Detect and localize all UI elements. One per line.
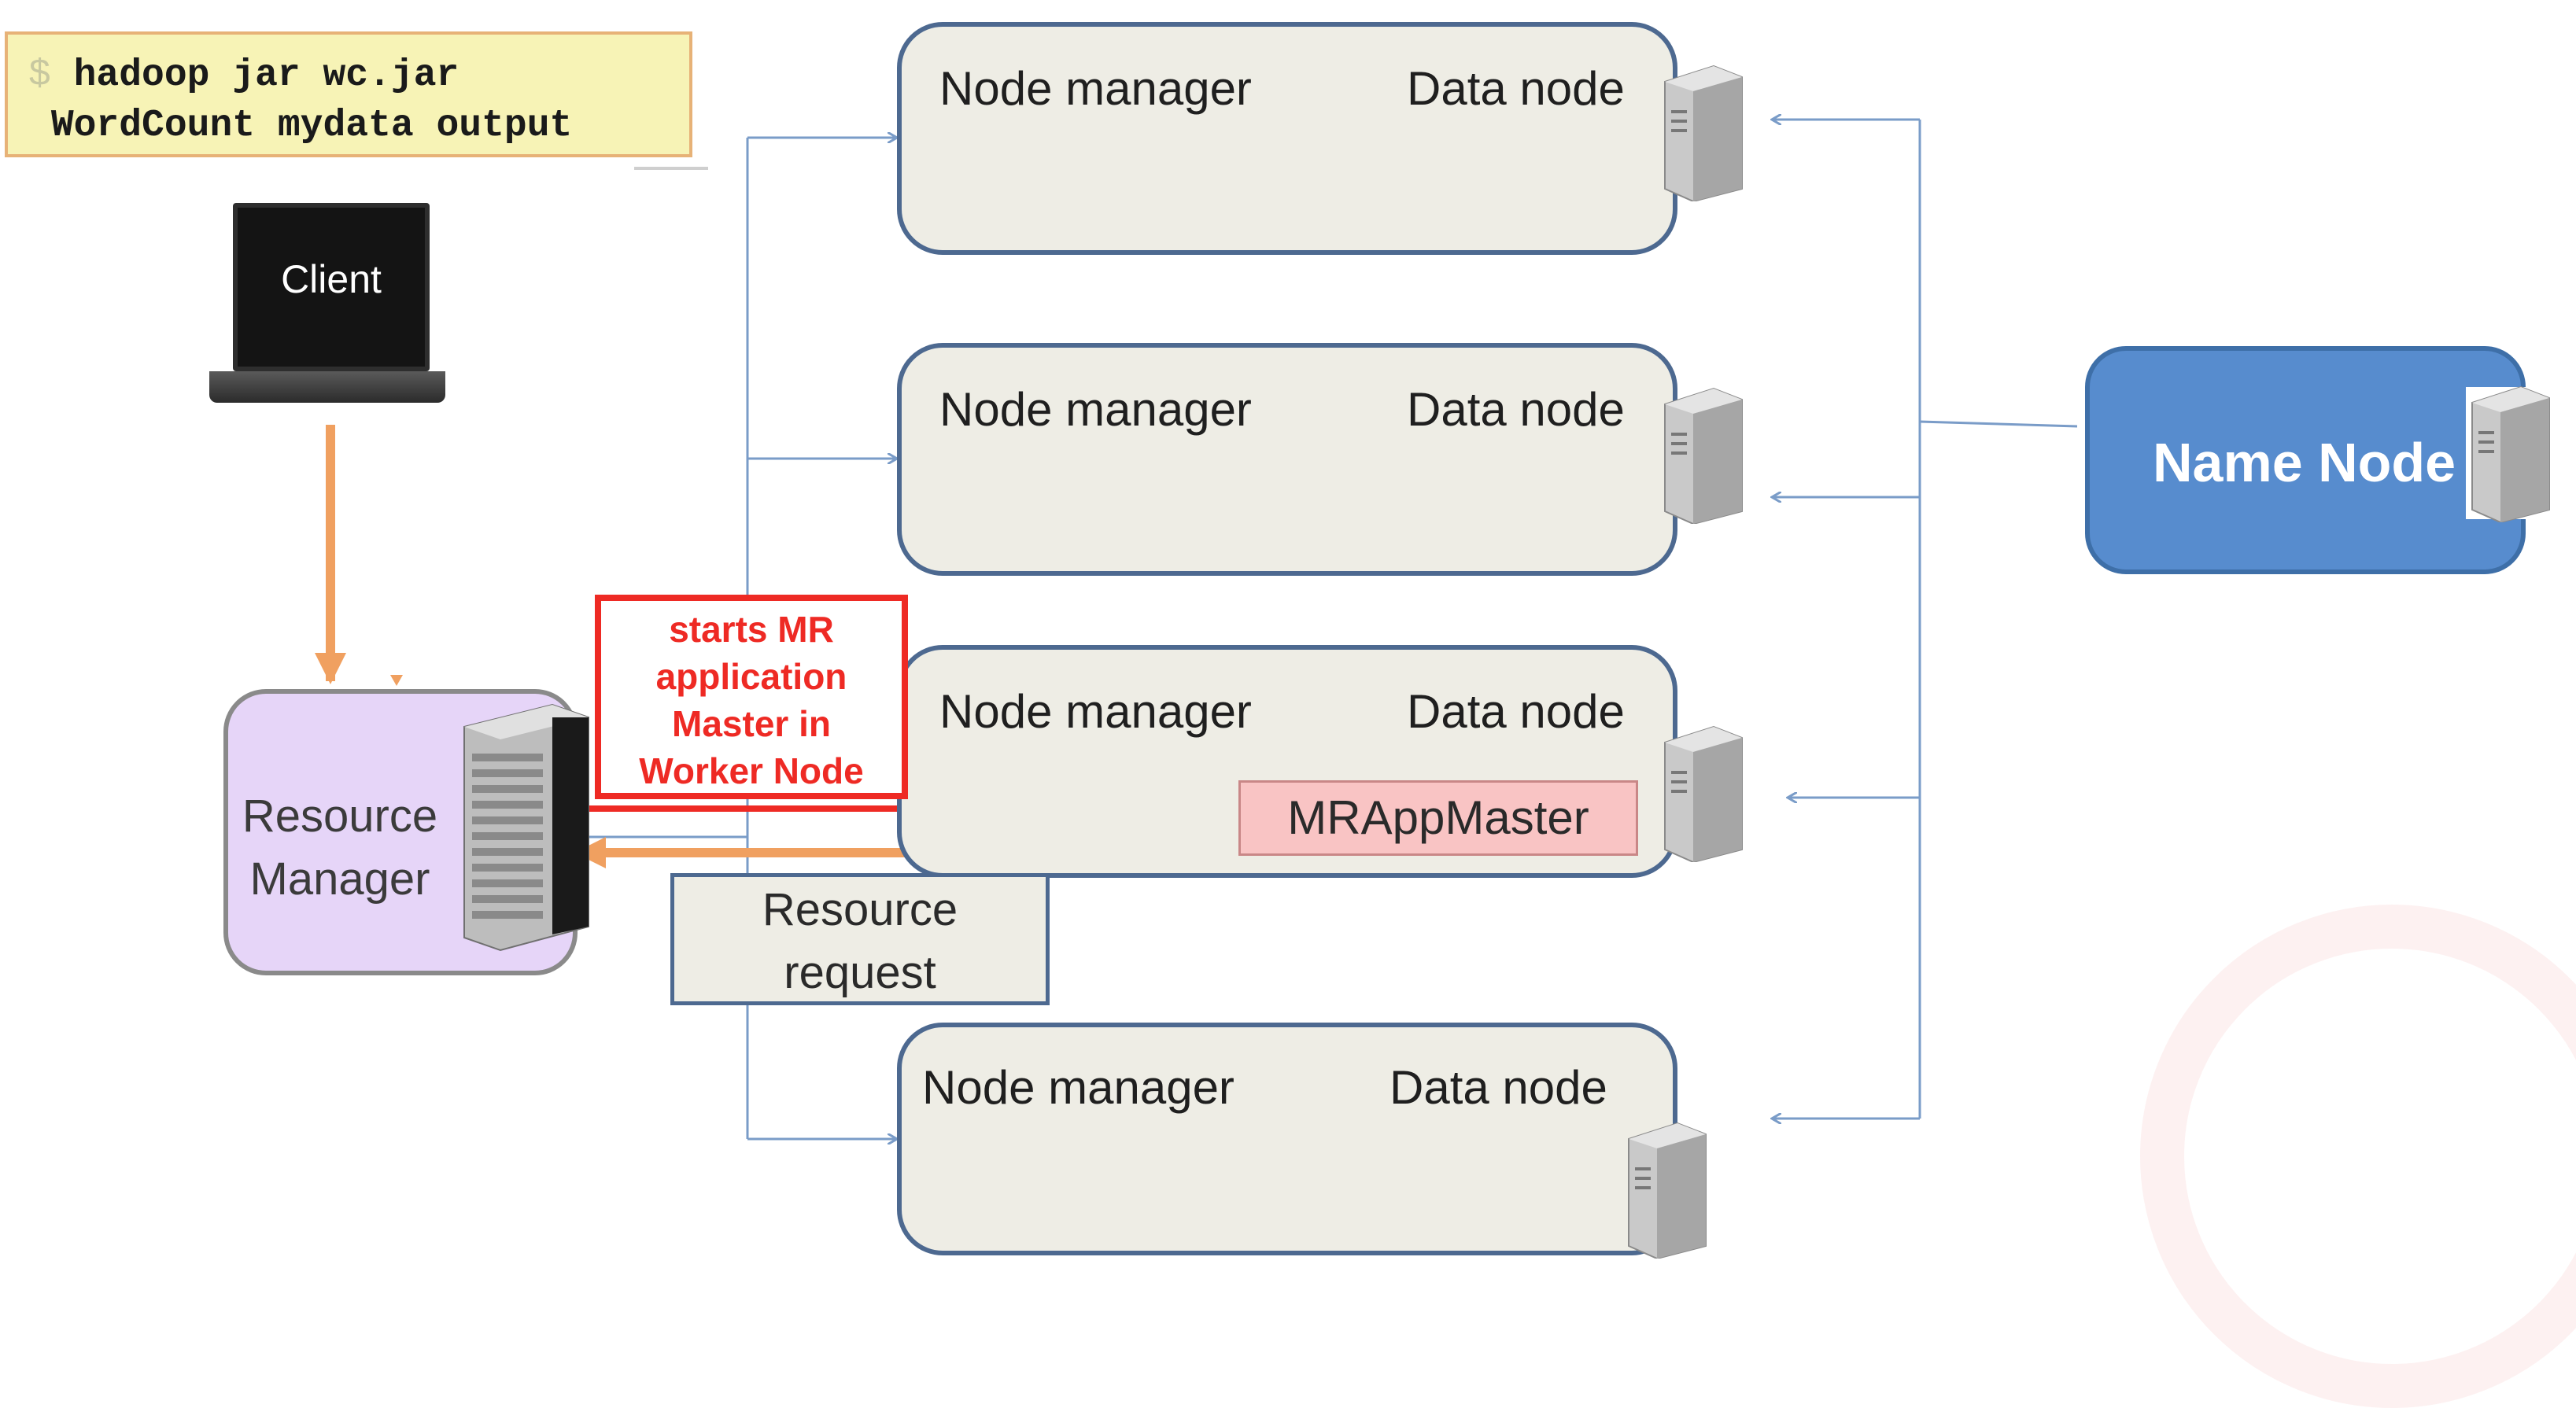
node-manager-label-1: Node manager [939, 62, 1252, 115]
server-icon [1664, 387, 1743, 524]
rm-label-line-2: Manager [249, 853, 430, 905]
prompt-symbol: $ [28, 54, 51, 97]
callout-line-2: application [655, 656, 847, 697]
resource-request-line-1: Resource [762, 884, 958, 935]
callout-line-4: Worker Node [639, 750, 864, 791]
worker-node-1 [897, 22, 1677, 255]
node-manager-label-4: Node manager [922, 1061, 1234, 1114]
rack-server-icon [463, 703, 589, 952]
command-line-2: WordCount mydata output [50, 105, 573, 147]
worker-node-4 [897, 1023, 1677, 1255]
small-tick-mark [390, 675, 403, 686]
resource-manager-label: Resource Manager [238, 785, 442, 911]
node-manager-label-3: Node manager [939, 685, 1252, 738]
start-am-callout: starts MR application Master in Worker N… [595, 595, 908, 799]
resource-request-line-2: request [784, 947, 936, 998]
name-node-box [2085, 346, 2526, 574]
callout-line-3: Master in [672, 703, 831, 744]
callout-line-1: starts MR [669, 609, 834, 650]
command-box: $ hadoop jar wc.jar WordCount mydata out… [5, 31, 692, 157]
client-label: Client [281, 257, 382, 301]
laptop-keyboard [209, 371, 445, 403]
server-icon [1628, 1122, 1707, 1259]
rm-label-line-1: Resource [242, 791, 438, 842]
data-node-label-4: Data node [1389, 1061, 1607, 1114]
server-icon [1664, 65, 1743, 201]
name-node-label: Name Node [2153, 432, 2456, 493]
name-node-link [1919, 420, 2078, 428]
data-node-label-2: Data node [1407, 383, 1625, 436]
data-node-label-3: Data node [1407, 685, 1625, 738]
data-node-label-1: Data node [1407, 62, 1625, 115]
server-icon [2466, 385, 2552, 522]
server-icon [1664, 725, 1743, 862]
laptop-screen [233, 203, 430, 371]
command-line-1: hadoop jar wc.jar [73, 54, 459, 97]
worker-node-2 [897, 343, 1677, 576]
mrappmaster-box: MRAppMaster [1238, 780, 1638, 856]
resource-request-note: Resource request [670, 873, 1050, 1005]
node-manager-label-2: Node manager [939, 383, 1252, 436]
